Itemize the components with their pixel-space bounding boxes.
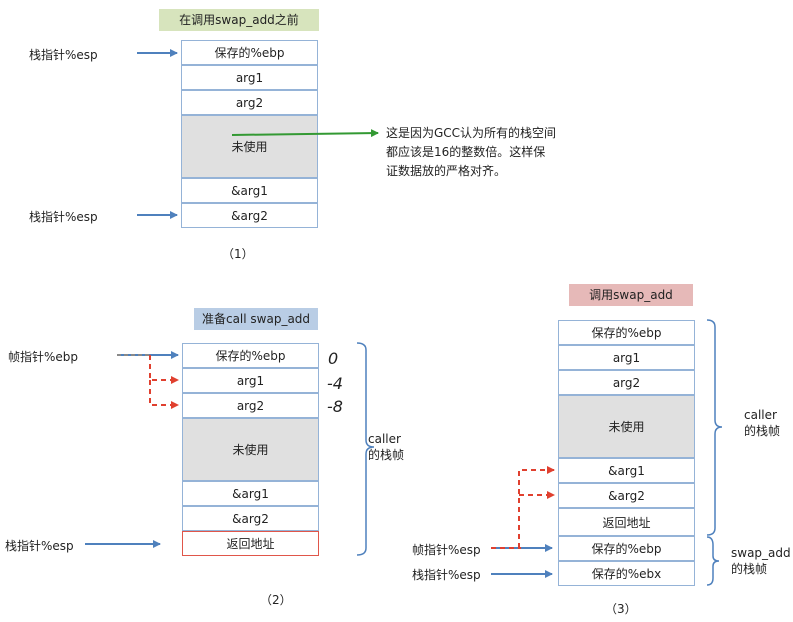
d2-offset-minus4: -4 [327, 374, 343, 393]
d3-arg1-dashed-arrow [518, 466, 555, 548]
d2-ebp-label: 帧指针%ebp [8, 350, 79, 364]
d3-cell-unused: 未使用 [558, 395, 695, 458]
d2-arg1-dashed-arrow [149, 355, 179, 384]
d1-note-arrow [231, 129, 379, 138]
d2-offset-0: 0 [328, 349, 339, 368]
d3-caption: （3） [605, 602, 637, 616]
d2-cell-arg2: arg2 [182, 393, 319, 418]
d3-caller-brace [706, 319, 723, 536]
d3-brace1-label-line-1: caller [744, 408, 777, 422]
d3-esp-label: 栈指针%esp [412, 568, 481, 582]
diagram1-title: 在调用swap_add之前 [159, 9, 319, 31]
d3-cell-saved-ebx: 保存的%ebx [558, 561, 695, 586]
d3-cell-arg2: arg2 [558, 370, 695, 395]
d3-swap-add-brace [706, 536, 720, 586]
diagram3-title: 调用swap_add [569, 284, 693, 306]
d2-brace-label-line-1: caller [368, 432, 401, 446]
d3-cell-ref-arg1: &arg1 [558, 458, 695, 483]
d2-caption: （2） [260, 593, 292, 607]
d2-esp-label: 栈指针%esp [5, 539, 74, 553]
d2-cell-saved-ebp: 保存的%ebp [182, 343, 319, 368]
d2-brace-label-line-2: 的栈帧 [368, 448, 405, 462]
d3-ebp-label: 帧指针%esp [412, 543, 481, 557]
d1-note-line-1: 这是因为GCC认为所有的栈空间 [386, 126, 557, 140]
d3-brace2-label-line-2: 的栈帧 [731, 562, 768, 576]
d2-caller-brace [356, 342, 375, 556]
d3-brace1-label-line-2: 的栈帧 [744, 424, 781, 438]
d3-brace1-label: caller 的栈帧 [744, 407, 780, 439]
d2-cell-return-address: 返回地址 [182, 531, 319, 556]
d2-cell-ref-arg2: &arg2 [182, 506, 319, 531]
d1-cell-saved-ebp: 保存的%ebp [181, 40, 318, 65]
d1-note: 这是因为GCC认为所有的栈空间 都应该是16的整数倍。这样保 证数据放的严格对齐… [386, 124, 586, 181]
d3-brace2-label: swap_add 的栈帧 [731, 545, 791, 577]
d3-brace2-label-line-1: swap_add [731, 546, 791, 560]
d2-cell-ref-arg1: &arg1 [182, 481, 319, 506]
d3-cell-return-address: 返回地址 [558, 508, 695, 536]
d2-brace-label: caller 的栈帧 [368, 431, 404, 463]
d1-cell-unused: 未使用 [181, 115, 318, 178]
d1-cell-arg2: arg2 [181, 90, 318, 115]
d1-cell-ref-arg1: &arg1 [181, 178, 318, 203]
d3-cell-ref-arg2: &arg2 [558, 483, 695, 508]
d3-cell-saved-ebp: 保存的%ebp [558, 320, 695, 345]
d1-cell-arg1: arg1 [181, 65, 318, 90]
d1-esp-label-top: 栈指针%esp [29, 48, 98, 62]
d3-cell-arg1: arg1 [558, 345, 695, 370]
d3-cell-saved-ebp-2: 保存的%ebp [558, 536, 695, 561]
d1-cell-ref-arg2: &arg2 [181, 203, 318, 228]
diagram2-title: 准备call swap_add [194, 308, 318, 330]
d2-cell-unused: 未使用 [182, 418, 319, 481]
d2-offset-minus8: -8 [327, 397, 343, 416]
d1-caption: （1） [222, 247, 254, 261]
d1-esp-label-bottom: 栈指针%esp [29, 210, 98, 224]
d1-note-line-2: 都应该是16的整数倍。这样保 [386, 145, 546, 159]
d2-arg2-dashed-arrow [149, 380, 179, 409]
d1-note-line-3: 证数据放的严格对齐。 [386, 164, 507, 178]
d2-cell-arg1: arg1 [182, 368, 319, 393]
